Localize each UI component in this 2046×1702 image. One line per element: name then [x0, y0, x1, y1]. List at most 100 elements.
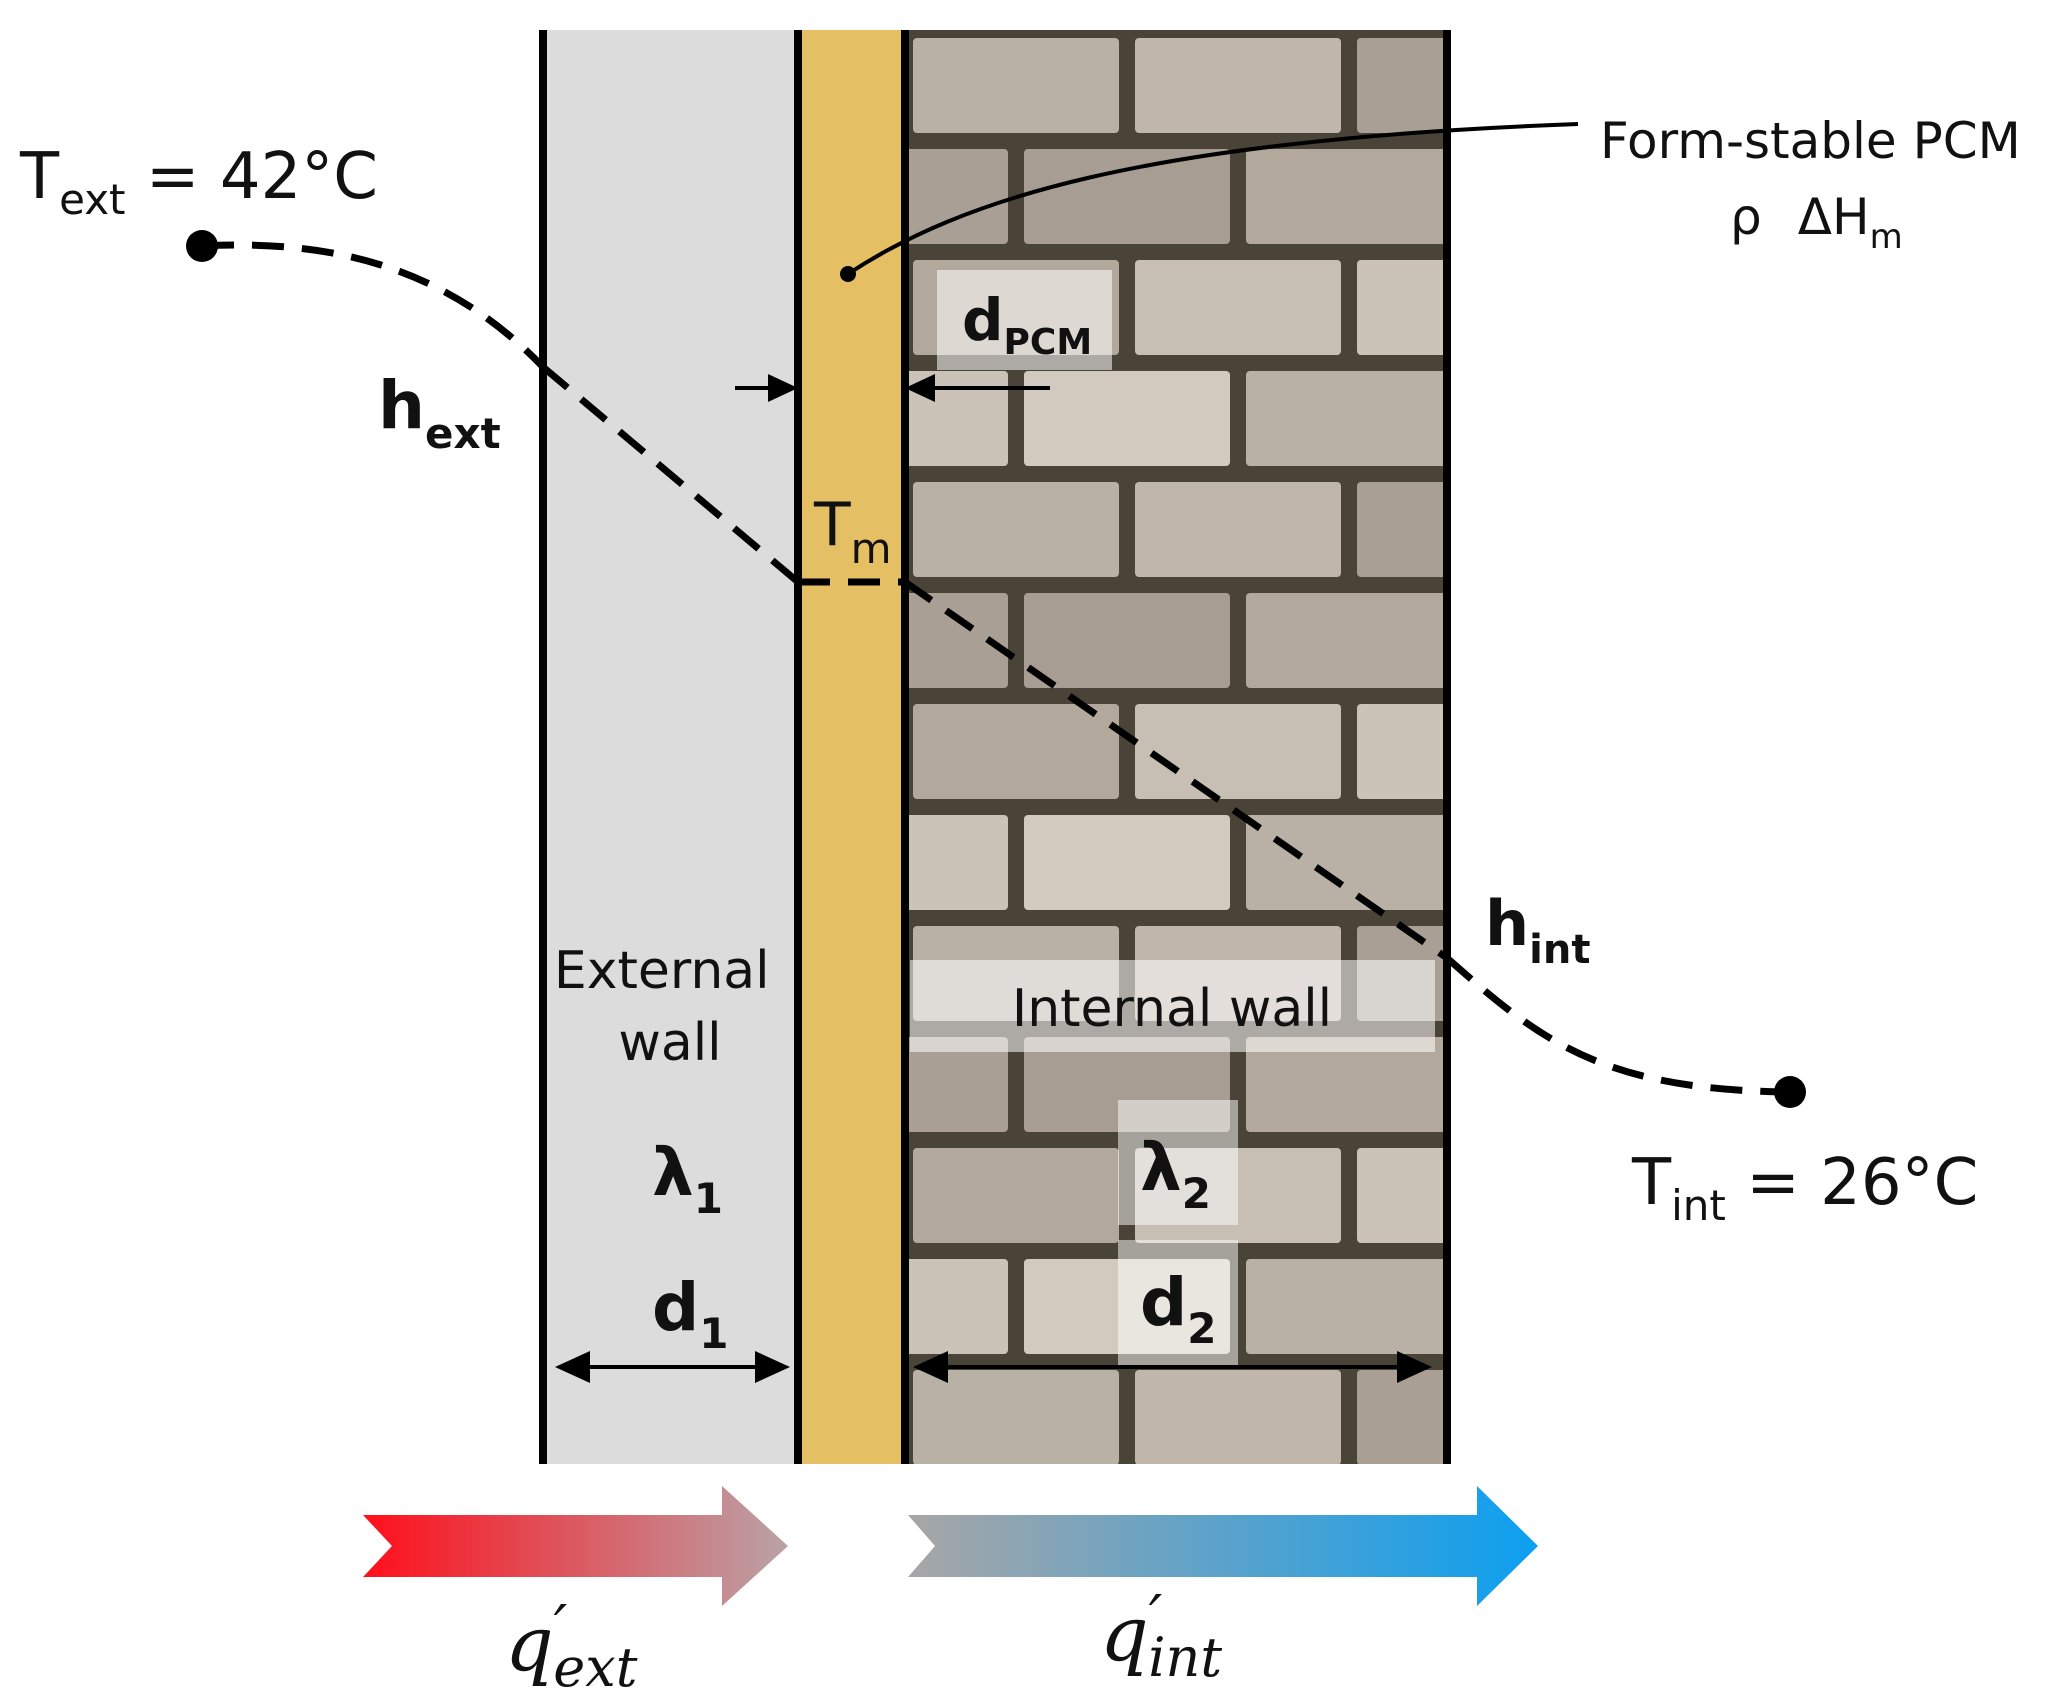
h-int-label: hint [1485, 887, 1590, 973]
d-2-symbol: d [1140, 1264, 1187, 1341]
brick [905, 149, 1008, 244]
layer-boundaries [539, 30, 1451, 1464]
q-ext-subscript: ext [553, 1636, 637, 1699]
q-int-prime: ′ [1149, 1583, 1163, 1653]
brick [905, 593, 1008, 688]
brick [1357, 38, 1445, 133]
lambda-2-symbol: λ [1140, 1129, 1182, 1206]
lambda-1-subscript: 1 [694, 1174, 723, 1223]
t-m-label: Tm [813, 490, 892, 573]
brick [1246, 371, 1445, 466]
lambda-1-symbol: λ [652, 1134, 694, 1211]
brick [1024, 149, 1230, 244]
pcm-layer [798, 30, 905, 1464]
t-int-symbol: T [1631, 1146, 1672, 1220]
d-1-subscript: 1 [699, 1309, 728, 1358]
d2-arrowhead-left [913, 1351, 948, 1383]
int-boundary-layer-curve [1444, 955, 1791, 1096]
brick [1246, 1037, 1445, 1132]
d2-label-backdrop [1118, 1240, 1238, 1365]
d2-arrowhead-right [1397, 1351, 1432, 1383]
q-int-subscript: int [1148, 1626, 1222, 1689]
h-ext-symbol: h [378, 367, 425, 444]
pcm-dh-subscript: m [1870, 217, 1903, 257]
external-wall-label: External wall [554, 941, 786, 1073]
brick [913, 38, 1119, 133]
d2-dimension [913, 1351, 1432, 1383]
t-ext-value: = 42°C [126, 140, 378, 214]
brick [1246, 149, 1445, 244]
lambda-2-label: λ2 [1140, 1129, 1211, 1218]
t-ext-subscript: ext [59, 175, 125, 224]
brick [1135, 260, 1341, 355]
brick [1024, 593, 1230, 688]
lambda2-label-backdrop [1118, 1100, 1238, 1225]
pcm-props-label: ρ ΔHm [1730, 188, 1903, 257]
brick [905, 1037, 1008, 1132]
brick [905, 815, 1008, 910]
external-wall-line2: wall [618, 1013, 721, 1073]
int-wall-gradient-line [903, 579, 1449, 961]
external-wall-layer [543, 30, 798, 1464]
q-int-symbol: q [1100, 1589, 1149, 1678]
brick [905, 1259, 1008, 1354]
brick [1357, 482, 1445, 577]
ext-wall-gradient-line [540, 364, 801, 585]
d-1-symbol: d [652, 1269, 699, 1346]
pcm-name-label: Form-stable PCM [1600, 112, 2021, 170]
q-ext-label: q′ext [505, 1593, 638, 1699]
h-int-symbol: h [1485, 887, 1529, 960]
brick [1357, 260, 1445, 355]
brick [1246, 1259, 1445, 1354]
brick [1357, 1148, 1445, 1243]
d-pcm-label: dPCM [962, 286, 1092, 363]
t-int-subscript: int [1671, 1181, 1726, 1230]
pcm-rho: ρ [1730, 188, 1762, 246]
d-pcm-symbol: d [962, 286, 1004, 354]
brick [1357, 704, 1445, 799]
dpcm-arrowhead-left [768, 374, 798, 402]
int-temperature-node [1774, 1076, 1806, 1108]
d-2-subscript: 2 [1187, 1304, 1216, 1353]
pcm-dh: ΔH [1798, 188, 1870, 246]
brick [1024, 371, 1230, 466]
d1-dimension [555, 1351, 790, 1383]
h-ext-label: hext [378, 367, 501, 458]
brick [1357, 1370, 1445, 1464]
h-ext-subscript: ext [425, 409, 501, 458]
lambda-2-subscript: 2 [1182, 1169, 1211, 1218]
int-heat-flow-arrow [908, 1486, 1538, 1606]
internal-wall-label-backdrop [910, 960, 1435, 1052]
brick [1135, 38, 1341, 133]
dpcm-arrowhead-right [905, 374, 935, 402]
brick [1246, 593, 1445, 688]
lambda-1-label: λ1 [652, 1134, 723, 1223]
brick [1246, 815, 1445, 910]
q-ext-prime: ′ [554, 1593, 568, 1663]
t-int-value: = 26°C [1726, 1146, 1978, 1220]
t-ext-label: Text = 42°C [19, 140, 378, 224]
brick [913, 482, 1119, 577]
brick [913, 1148, 1119, 1243]
t-m-subscript: m [851, 524, 892, 573]
temperature-profile [201, 241, 1791, 1096]
brick [913, 704, 1119, 799]
ext-boundary-layer-curve [201, 241, 546, 370]
d-1-label: d1 [652, 1269, 728, 1358]
dpcm-label-backdrop [937, 270, 1112, 370]
ext-temperature-node [186, 230, 218, 262]
q-ext-symbol: q [505, 1599, 554, 1688]
d-2-label: d2 [1140, 1264, 1216, 1353]
ext-heat-flow-arrow [363, 1486, 788, 1606]
t-int-label: Tint = 26°C [1631, 1146, 1978, 1230]
brick [1135, 482, 1341, 577]
t-m-symbol: T [813, 490, 851, 560]
t-ext-symbol: T [19, 140, 60, 214]
d1-arrowhead-right [755, 1351, 790, 1383]
h-int-subscript: int [1529, 927, 1590, 973]
pcm-leader-line [846, 122, 1579, 276]
external-wall-line1: External [554, 941, 770, 1001]
brick [913, 1370, 1119, 1464]
brick [1135, 704, 1341, 799]
